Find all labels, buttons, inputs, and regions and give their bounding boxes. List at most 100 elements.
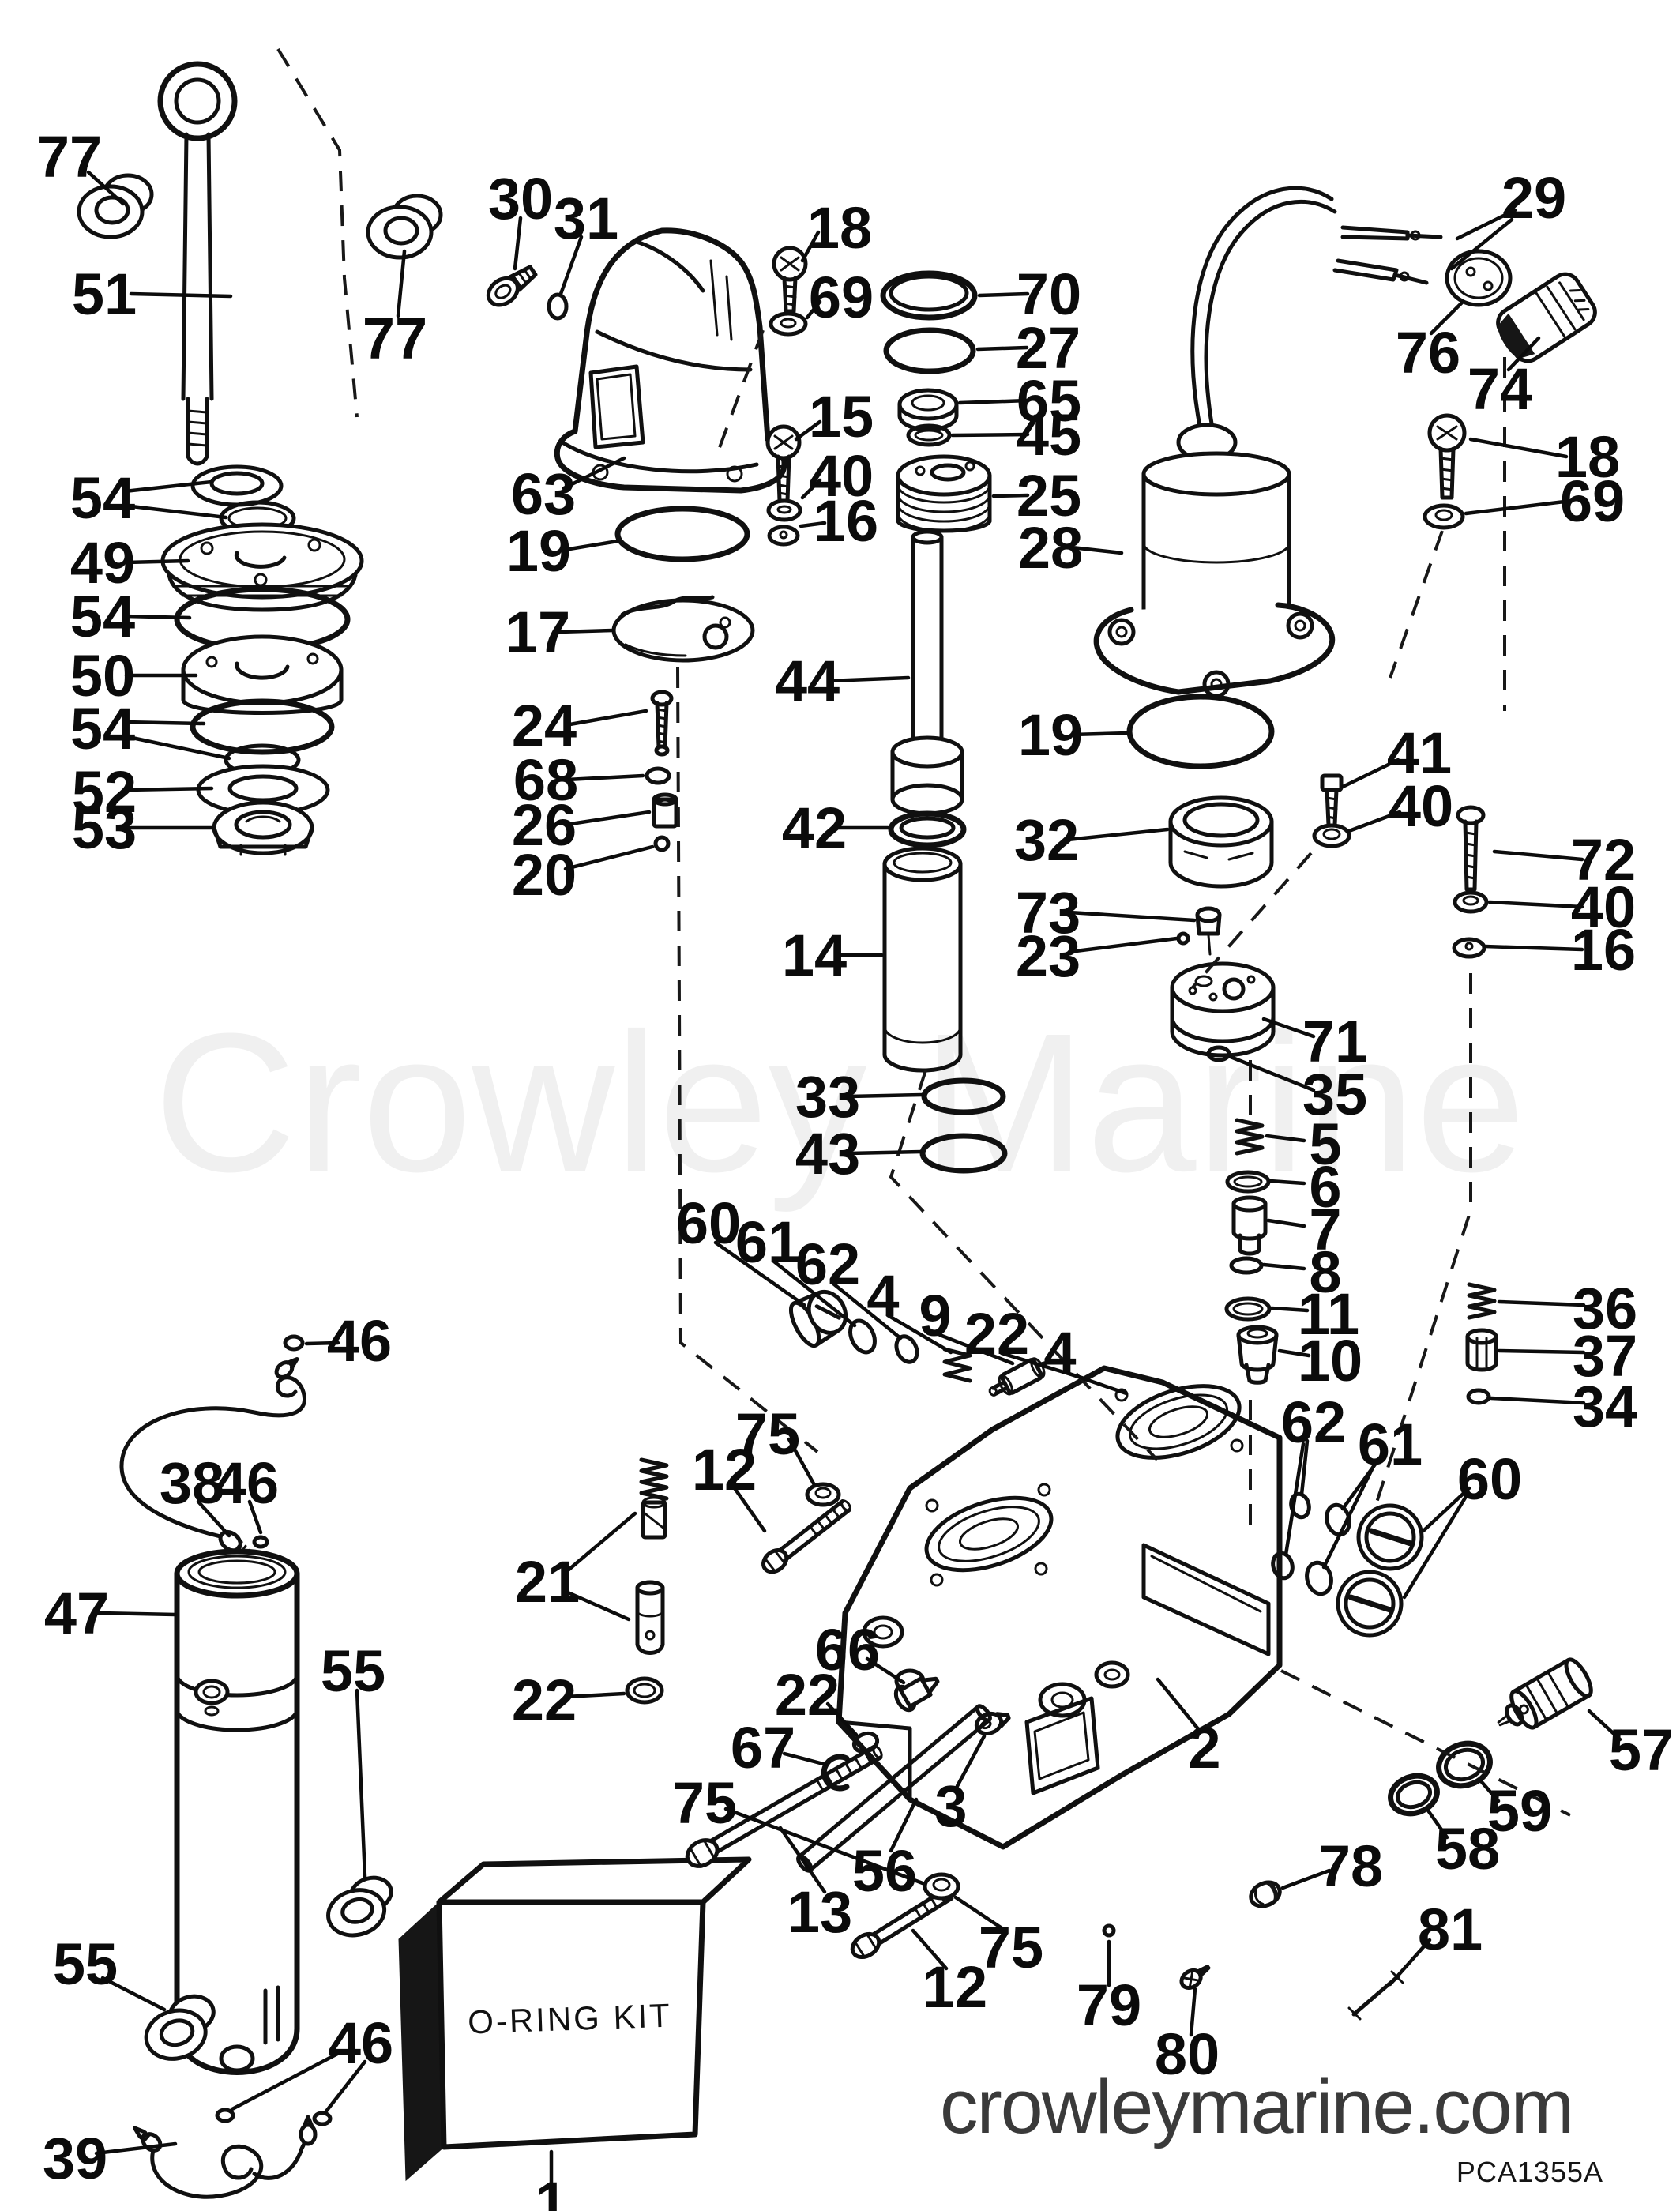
part-23-ball [1176, 931, 1190, 946]
leader-62-95 [1283, 1442, 1306, 1557]
leader-28-22 [1069, 545, 1124, 555]
part-10-valve [1236, 1325, 1279, 1385]
part-35-oring [1206, 1045, 1231, 1062]
part-46-oring-c [215, 2108, 235, 2123]
part-label-18-12: 18 [807, 195, 872, 261]
part-45-oring [906, 423, 952, 447]
part-7-valve-piston [1231, 1195, 1268, 1256]
leader-58-92 [1426, 1808, 1449, 1840]
part-77-bushing-right [366, 194, 443, 260]
leader-51-1 [129, 291, 233, 299]
leader-78-89 [1280, 1868, 1332, 1890]
part-label-50-6: 50 [70, 643, 135, 709]
part-47-trim-cylinder [174, 1548, 300, 2075]
leader-29-26 [1455, 208, 1517, 241]
part-14-cylinder-sleeve [882, 846, 963, 1073]
part-58-oring [1388, 1773, 1440, 1817]
leader-62-95 [1299, 1438, 1310, 1497]
leader-69-13 [805, 299, 822, 320]
leader-10-56 [1277, 1348, 1311, 1358]
part-61-oring-b [1305, 1560, 1333, 1596]
leader-60-93 [1402, 1493, 1469, 1600]
part-label-12-73: 12 [692, 1437, 757, 1502]
part-76-grommet [1445, 249, 1513, 307]
part-label-54-5: 54 [70, 584, 135, 649]
part-label-69-13: 69 [809, 265, 874, 330]
leader-25-21 [991, 493, 1030, 498]
part-19-oring-motor [1126, 694, 1275, 769]
part-label-63-23: 63 [511, 461, 576, 527]
leader-40-15 [800, 478, 822, 500]
part-40-washer-right [1453, 890, 1489, 914]
leader-17-25 [557, 628, 615, 634]
leader-26-33 [563, 810, 652, 827]
guide-line-2 [676, 667, 819, 1453]
part-12-bolt-bottom [850, 1886, 954, 1960]
part-42-wear-ring [888, 810, 967, 848]
leader-12-73 [732, 1486, 767, 1533]
part-label-51-1: 51 [72, 261, 137, 327]
part-39-trim-line-lower [133, 2115, 318, 2199]
leader-54-5 [122, 614, 192, 620]
leader-18-29 [1468, 437, 1569, 459]
part-46-oring-a [283, 1334, 305, 1352]
part-71-valve-body [1170, 961, 1276, 1058]
leader-54-7 [122, 720, 206, 726]
leader-68-32 [565, 773, 645, 782]
leader-62-62 [831, 1281, 903, 1341]
part-40-washer-left [766, 498, 802, 522]
part-53-nut [212, 800, 314, 856]
part-label-56-81: 56 [852, 1838, 917, 1904]
leader-61-61 [772, 1259, 857, 1328]
part-label-49-4: 49 [70, 530, 135, 596]
part-label-66-76: 66 [815, 1617, 880, 1683]
part-8-oring [1229, 1256, 1264, 1275]
leader-20-34 [563, 844, 655, 871]
leader-6-52 [1268, 1179, 1306, 1186]
leader-34-59 [1489, 1396, 1586, 1405]
leader-61-94 [1321, 1464, 1376, 1570]
part-78-plug [1249, 1880, 1282, 1908]
leader-35-48 [1228, 1055, 1316, 1092]
leader-4-66 [1062, 1370, 1129, 1396]
leader-54-3 [122, 503, 228, 520]
part-61-oring [848, 1318, 877, 1355]
part-label-19-24: 19 [506, 518, 571, 584]
part-41-bolt [1320, 773, 1344, 827]
part-79-ball [1102, 1923, 1116, 1938]
part-label-47-70: 47 [44, 1581, 109, 1646]
leader-21-74 [566, 1511, 637, 1573]
part-22-oring-b [625, 1676, 664, 1705]
part-55-bushing-upper [326, 1875, 393, 1938]
part-21-valve-assembly [635, 1457, 669, 1655]
part-34-oring [1466, 1388, 1491, 1405]
part-label-68-32: 68 [513, 747, 578, 813]
part-label-25-21: 25 [1017, 463, 1081, 528]
leader-71-47 [1261, 1017, 1316, 1039]
leader-13-80 [778, 1826, 827, 1894]
part-label-79-86: 79 [1077, 1972, 1141, 2038]
leader-81-88 [1388, 1938, 1432, 1987]
part-25-pump-piston [896, 454, 992, 533]
part-label-45-20: 45 [1017, 402, 1081, 468]
part-72-bolt [1456, 805, 1486, 892]
part-label-17-25: 17 [506, 600, 570, 665]
leader-19-24 [558, 539, 620, 553]
leader-74-28 [1506, 336, 1541, 372]
leader-41-42 [1340, 758, 1400, 789]
part-11-oring [1224, 1296, 1272, 1322]
part-label-7-53: 7 [1309, 1197, 1341, 1262]
leader-72-44 [1492, 849, 1584, 862]
part-label-39-99: 39 [43, 2126, 107, 2191]
part-13-bolt-long [685, 1744, 883, 1868]
part-label-72-44: 72 [1571, 827, 1636, 893]
leader-77-0 [86, 170, 126, 206]
part-5-spring [1235, 1118, 1265, 1156]
leader-76-27 [1429, 299, 1465, 336]
part-label-36-57: 36 [1573, 1276, 1637, 1341]
part-label-54-7: 54 [70, 696, 135, 761]
part-label-4-66: 4 [1043, 1320, 1076, 1386]
leader-24-31 [563, 709, 648, 728]
part-label-20-34: 20 [512, 842, 577, 908]
part-label-67-78: 67 [731, 1715, 795, 1780]
